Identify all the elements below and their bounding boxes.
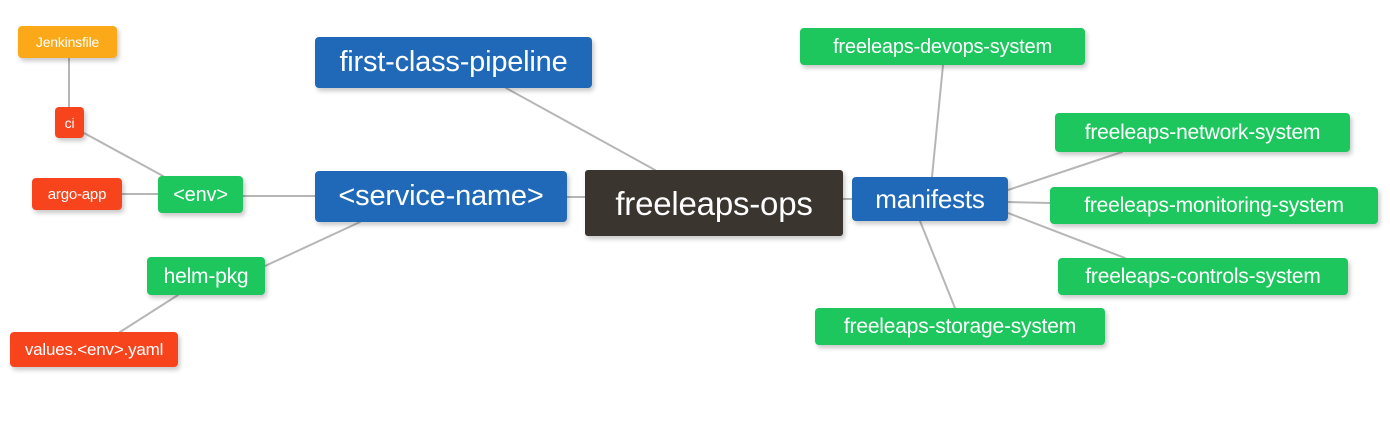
edge-manifests-to-freeleaps-storage-system (919, 220, 956, 309)
node-label-freeleaps-controls-system: freeleaps-controls-system (1085, 265, 1321, 288)
node-label-service-name: <service-name> (338, 180, 544, 212)
node-freeleaps-network-system[interactable]: freeleaps-network-system (1055, 113, 1350, 152)
node-label-helm-pkg: helm-pkg (163, 264, 249, 288)
node-label-freeleaps-devops-system: freeleaps-devops-system (833, 35, 1052, 58)
node-label-freeleaps-storage-system: freeleaps-storage-system (843, 315, 1077, 338)
edge-ci-to-env (83, 132, 164, 177)
node-label-freeleaps-monitoring-system: freeleaps-monitoring-system (1084, 194, 1344, 217)
node-label-freeleaps-network-system: freeleaps-network-system (1084, 121, 1321, 144)
node-freeleaps-devops-system[interactable]: freeleaps-devops-system (800, 28, 1085, 65)
node-manifests[interactable]: manifests (852, 177, 1008, 221)
node-first-class-pipeline[interactable]: first-class-pipeline (315, 37, 592, 88)
node-env[interactable]: <env> (158, 176, 243, 213)
node-helm-pkg[interactable]: helm-pkg (147, 257, 265, 295)
node-freeleaps-storage-system[interactable]: freeleaps-storage-system (815, 308, 1105, 345)
edge-helm-pkg-to-service-name (264, 221, 361, 267)
node-freeleaps-controls-system[interactable]: freeleaps-controls-system (1058, 258, 1348, 295)
node-label-env: <env> (173, 183, 228, 206)
node-service-name[interactable]: <service-name> (315, 171, 567, 222)
node-argo-app[interactable]: argo-app (32, 178, 122, 210)
node-freeleaps-ops[interactable]: freeleaps-ops (585, 170, 843, 236)
edge-manifests-to-freeleaps-devops-system (931, 64, 944, 178)
node-label-ci: ci (64, 114, 75, 131)
edge-manifests-to-freeleaps-network-system (1007, 151, 1123, 191)
edge-manifests-to-freeleaps-monitoring-system (1007, 201, 1051, 204)
node-label-freeleaps-ops: freeleaps-ops (615, 184, 813, 222)
node-label-argo-app: argo-app (47, 185, 107, 203)
node-ci[interactable]: ci (55, 107, 84, 138)
node-label-first-class-pipeline: first-class-pipeline (339, 46, 568, 78)
node-values-yaml[interactable]: values.<env>.yaml (10, 332, 178, 367)
edge-values-yaml-to-helm-pkg (119, 294, 179, 333)
node-label-jenkinsfile: Jenkinsfile (35, 34, 100, 50)
node-freeleaps-monitoring-system[interactable]: freeleaps-monitoring-system (1050, 187, 1378, 224)
edge-first-class-pipeline-to-freeleaps-ops (505, 87, 656, 171)
node-label-values-yaml: values.<env>.yaml (24, 340, 164, 359)
node-label-manifests: manifests (875, 184, 985, 214)
node-jenkinsfile[interactable]: Jenkinsfile (18, 26, 117, 58)
